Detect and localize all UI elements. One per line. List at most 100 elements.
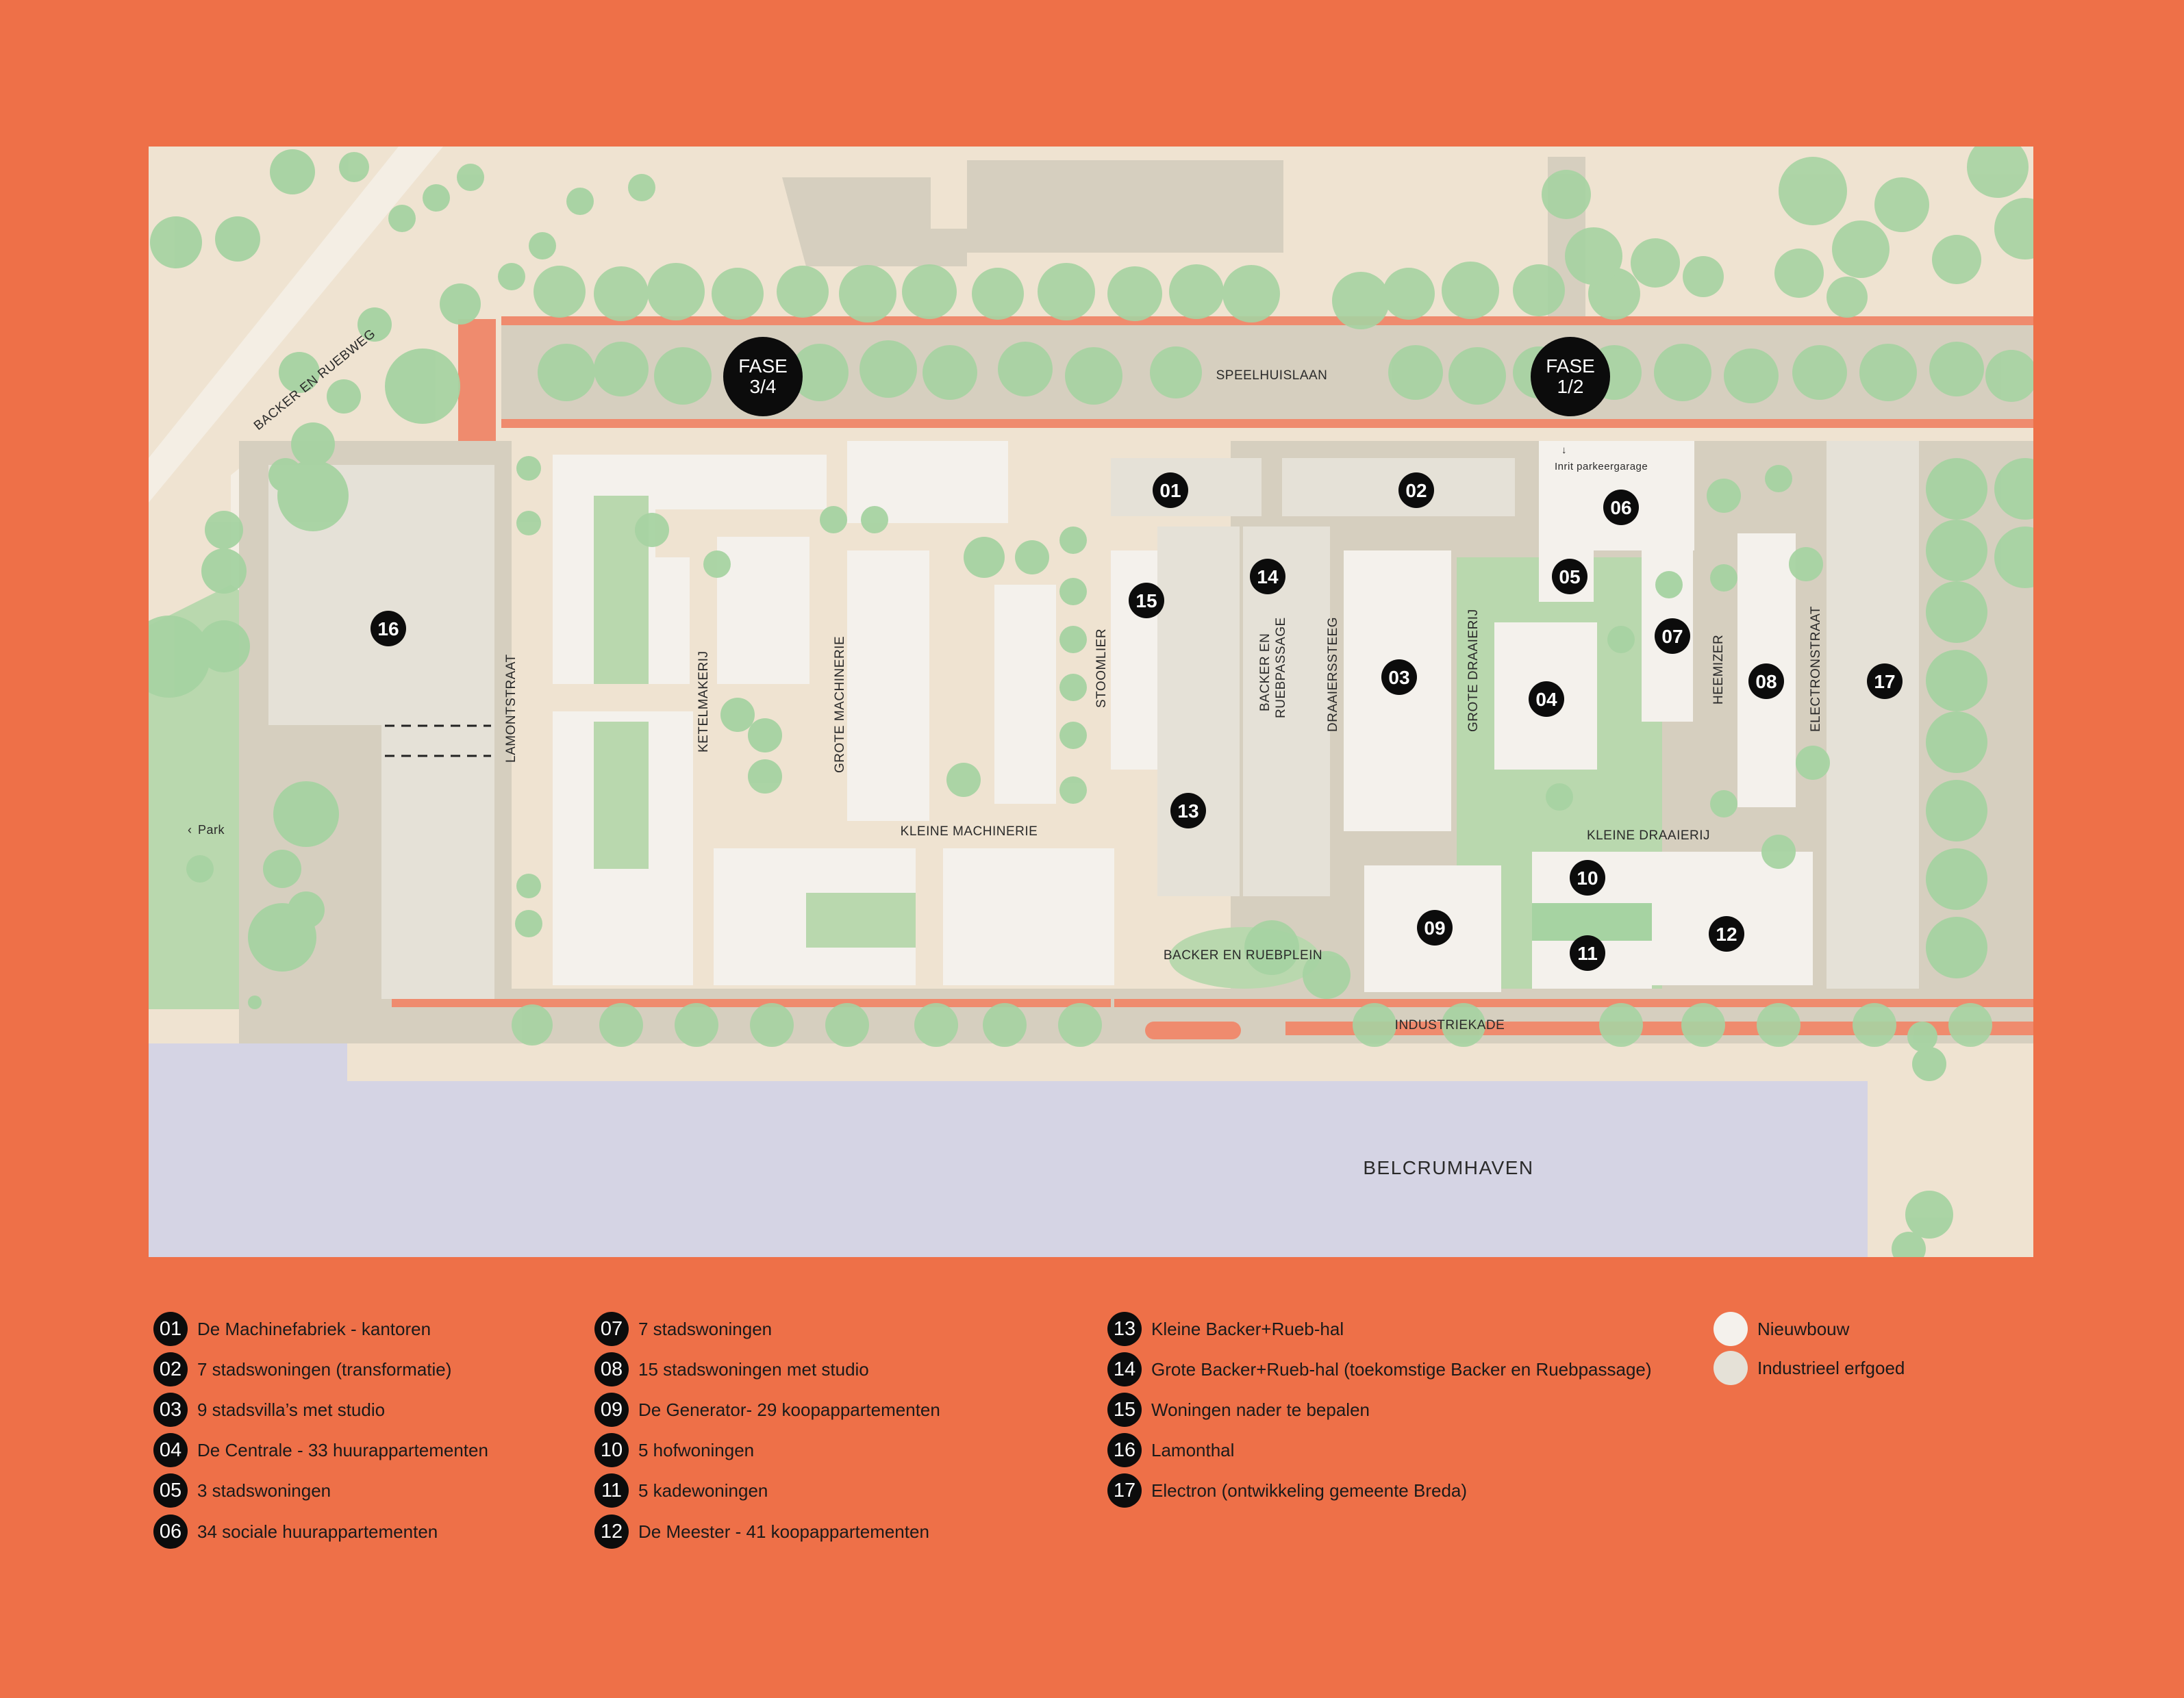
tree	[1926, 581, 1987, 643]
tree	[902, 264, 957, 319]
fase-marker-1-2[interactable]	[1531, 337, 1610, 416]
street-label-electronstraat: ELECTRONSTRAAT	[1809, 606, 1823, 732]
fase-marker-1-2-line2: 1/2	[1557, 376, 1584, 397]
tree	[1832, 220, 1890, 278]
marker-14-label: 14	[1257, 566, 1279, 587]
tree	[516, 511, 541, 535]
tree	[498, 263, 525, 290]
water-label-belcrumhaven: BELCRUMHAVEN	[1363, 1157, 1533, 1178]
tree	[594, 342, 649, 396]
tree	[1683, 256, 1724, 297]
building-w8	[994, 585, 1056, 804]
marker-13-label: 13	[1177, 800, 1198, 822]
marker-04[interactable]	[1529, 681, 1564, 717]
legend-swatch-label-nieuwbouw: Nieuwbouw	[1757, 1318, 1850, 1339]
street-label-stoomlier: STOOMLIER	[1094, 629, 1109, 708]
tree	[1542, 170, 1591, 219]
street-label-kleine-machinerie: KLEINE MACHINERIE	[901, 824, 1038, 839]
marker-06[interactable]	[1603, 490, 1639, 525]
legend-label-04: De Centrale - 33 huurappartementen	[197, 1439, 488, 1460]
tree	[1059, 722, 1087, 749]
tree	[1779, 157, 1847, 225]
marker-08[interactable]	[1748, 663, 1784, 699]
legend-label-09: De Generator- 29 koopappartementen	[638, 1399, 940, 1420]
tree	[1059, 626, 1087, 653]
tree	[1926, 520, 1987, 581]
tree	[1353, 1003, 1396, 1047]
route-line-kade-b	[1114, 999, 2033, 1007]
marker-05[interactable]	[1552, 559, 1587, 594]
tree	[1448, 347, 1506, 405]
tree	[1765, 465, 1792, 492]
street-label-grote-draaierij: GROTE DRAAIERIJ	[1466, 609, 1481, 732]
tree	[1926, 458, 1987, 520]
tree	[675, 1003, 718, 1047]
marker-02[interactable]	[1398, 472, 1434, 508]
marker-01[interactable]	[1153, 472, 1188, 508]
marker-09[interactable]	[1417, 910, 1453, 946]
street-label-backer-en-ruebplein: BACKER EN RUEBPLEIN	[1164, 948, 1322, 963]
legend-item-09: 09 De Generator- 29 koopappartementen	[594, 1391, 940, 1428]
legend-badge-12: 12	[594, 1515, 629, 1549]
marker-10[interactable]	[1570, 860, 1605, 896]
legend-label-03: 9 stadsvilla’s met studio	[197, 1399, 386, 1420]
marker-02-label: 02	[1405, 480, 1427, 501]
inner-trees	[515, 456, 1830, 937]
tree	[1892, 1232, 1926, 1257]
tree	[1859, 344, 1917, 401]
tree	[654, 347, 712, 405]
tree	[1929, 342, 1984, 396]
tree	[357, 307, 392, 342]
marker-12[interactable]	[1709, 916, 1744, 952]
legend-swatch-erfgoed: Industrieel erfgoed	[1714, 1349, 1905, 1386]
legend-label-15: Woningen nader te bepalen	[1151, 1399, 1370, 1420]
tree	[839, 265, 896, 322]
marker-17[interactable]	[1867, 663, 1903, 699]
marker-07[interactable]	[1655, 618, 1690, 654]
tree	[1796, 746, 1830, 780]
tree	[1874, 177, 1929, 232]
tree	[1442, 1003, 1485, 1047]
legend-badge-09: 09	[594, 1393, 629, 1427]
tree	[1967, 147, 2029, 198]
tree	[1059, 674, 1087, 701]
marker-13[interactable]	[1170, 793, 1206, 828]
tree	[1994, 527, 2033, 588]
building-02	[1282, 458, 1515, 516]
tree	[198, 620, 250, 672]
tree	[1038, 263, 1095, 320]
marker-11[interactable]	[1570, 935, 1605, 971]
marker-04-label: 04	[1535, 689, 1557, 710]
legend-item-04: 04 De Centrale - 33 huurappartementen	[153, 1432, 488, 1469]
street-label-heemizer: HEEMIZER	[1711, 635, 1726, 705]
down-arrow-icon: ↓	[1561, 444, 1567, 456]
marker-16[interactable]	[371, 611, 406, 646]
street-label-grote-machinerie: GROTE MACHINERIE	[833, 636, 847, 773]
legend-badge-15: 15	[1107, 1393, 1142, 1427]
fase-marker-3-4[interactable]	[723, 337, 803, 416]
legend-badge-06: 06	[153, 1515, 188, 1549]
tree	[388, 205, 416, 232]
marker-15[interactable]	[1129, 583, 1164, 618]
belcrumhaven-water	[149, 1043, 1868, 1257]
legend-label-16: Lamonthal	[1151, 1439, 1235, 1460]
tree	[149, 616, 210, 698]
tree	[1985, 350, 2033, 402]
tree	[1222, 265, 1280, 322]
marker-03[interactable]	[1381, 659, 1417, 695]
legend-badge-14: 14	[1107, 1352, 1142, 1386]
marker-17-label: 17	[1874, 671, 1895, 692]
marker-14[interactable]	[1250, 559, 1285, 594]
trees	[149, 149, 655, 1009]
legend-label-10: 5 hofwoningen	[638, 1439, 755, 1460]
legend-label-17: Electron (ontwikkeling gemeente Breda)	[1151, 1480, 1468, 1501]
top-building-a	[782, 177, 967, 266]
route-line-vertical	[458, 319, 496, 463]
legend-badge-04: 04	[153, 1433, 188, 1467]
